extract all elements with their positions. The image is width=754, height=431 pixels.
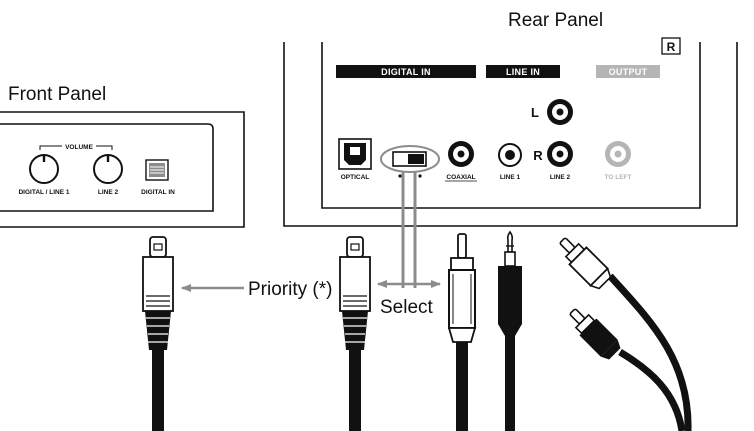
output-bar xyxy=(596,65,660,78)
select-indicator xyxy=(377,172,441,288)
channel-l-label: L xyxy=(531,105,539,120)
rear-line2-left-jack[interactable] xyxy=(547,99,573,125)
front-digital-in-jack[interactable] xyxy=(145,159,169,181)
rear-panel-outer-frame xyxy=(283,42,738,227)
front-panel-outer-frame xyxy=(0,111,245,228)
rear-coaxial-label: COAXIAL xyxy=(446,174,475,181)
digital-in-bar xyxy=(336,65,476,78)
channel-r-label: R xyxy=(533,148,543,163)
right-speaker-badge-label: R xyxy=(667,40,676,54)
front-panel-title: Front Panel xyxy=(8,84,106,105)
volume-label: VOLUME xyxy=(65,144,93,151)
rear-line1-label: LINE 1 xyxy=(500,174,521,181)
line-in-bar-label: LINE IN xyxy=(506,67,540,77)
mini-plug-cable xyxy=(498,230,522,431)
rear-optical-cable xyxy=(339,236,371,431)
input-selector-switch[interactable] xyxy=(380,145,440,178)
rear-panel-inner-frame xyxy=(321,42,701,209)
front-panel-inner-frame xyxy=(0,123,214,212)
select-label: Select xyxy=(380,297,434,318)
rear-panel-title: Rear Panel xyxy=(508,10,603,31)
rear-line1-jack[interactable] xyxy=(498,143,522,167)
front-optical-cable xyxy=(142,236,174,431)
rear-optical-jack[interactable] xyxy=(338,138,372,170)
coaxial-cable xyxy=(447,233,477,431)
stereo-rca-cable xyxy=(559,237,692,431)
volume-knob-line2[interactable] xyxy=(93,154,123,184)
rear-output-to-left-jack[interactable] xyxy=(605,141,631,167)
rear-line2-label: LINE 2 xyxy=(550,174,571,181)
output-bar-label: OUTPUT xyxy=(609,67,648,77)
knob-digital-line1-label: DIGITAL / LINE 1 xyxy=(18,189,69,196)
front-digital-in-label: DIGITAL IN xyxy=(141,189,175,196)
volume-knob-digital-line1[interactable] xyxy=(29,154,59,184)
knob-line2-label: LINE 2 xyxy=(98,189,119,196)
front-panel: VOLUME DIGITAL / LINE 1 LINE 2 DIGITAL I… xyxy=(0,111,245,228)
rear-line2-right-jack[interactable] xyxy=(547,141,573,167)
rear-optical-label: OPTICAL xyxy=(341,174,370,181)
rear-to-left-label: TO LEFT xyxy=(605,174,632,181)
rear-panel: R DIGITAL IN LINE IN OUTPUT OPTICAL xyxy=(283,37,738,227)
line-in-bar xyxy=(486,65,560,78)
digital-in-bar-label: DIGITAL IN xyxy=(381,67,431,77)
priority-label: Priority (*) xyxy=(248,279,332,300)
rear-coaxial-jack[interactable] xyxy=(448,141,474,167)
right-speaker-badge xyxy=(661,37,681,55)
